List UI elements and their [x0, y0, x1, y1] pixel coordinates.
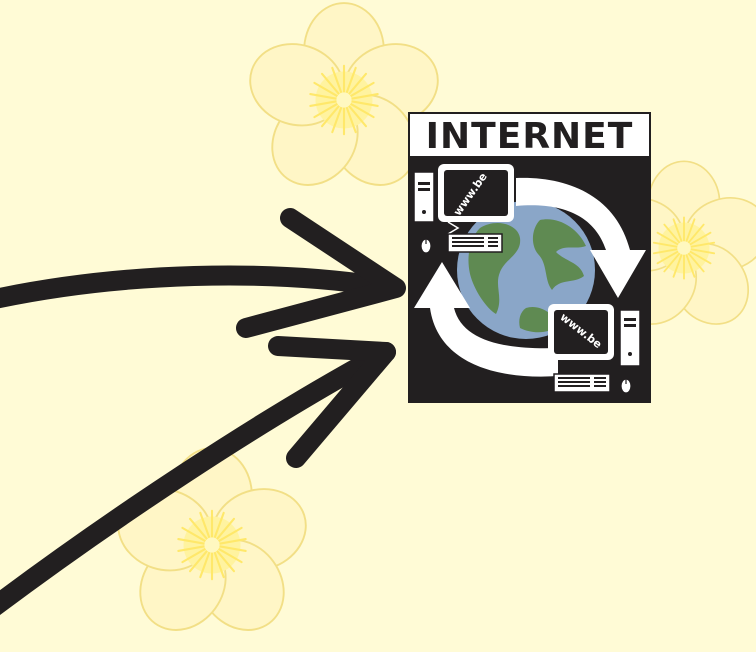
- sign-title: INTERNET: [408, 112, 651, 158]
- computer-top-icon: www.be: [414, 164, 514, 253]
- internet-sign: INTERNET www.be: [408, 112, 651, 403]
- flower-bottom: [108, 448, 317, 647]
- computer-bottom-icon: www.be: [548, 304, 640, 393]
- sign-illustration: www.be www.be: [408, 158, 651, 403]
